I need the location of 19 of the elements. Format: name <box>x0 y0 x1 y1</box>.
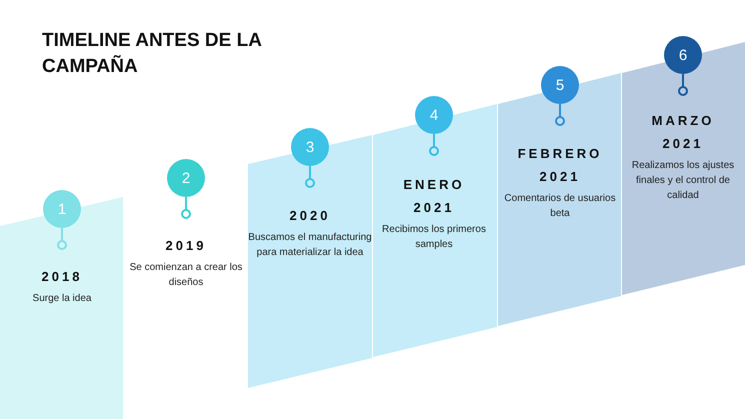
step-number-circle: 2 <box>167 159 205 197</box>
title: TIMELINE ANTES DE LA CAMPAÑA <box>42 29 262 79</box>
date-heading: 2020 <box>288 207 332 225</box>
step-description: Recibimos los primeros samples <box>381 223 487 252</box>
step-description: Comentarios de usuarios beta <box>503 192 617 221</box>
step-description: Buscamos el manufacturing para materializar la idea <box>248 231 372 260</box>
step-description: Se comienzan a crear los diseños <box>128 261 244 290</box>
date-heading: MARZO 2021 <box>650 112 716 153</box>
step-number-circle: 6 <box>664 36 702 74</box>
step-number-circle: 3 <box>291 128 329 166</box>
date-heading: 2019 <box>164 237 208 255</box>
date-heading: ENERO 2021 <box>402 176 466 217</box>
date-heading: 2018 <box>40 268 84 286</box>
step-number-circle: 1 <box>43 190 81 228</box>
step-description: Realizamos los ajustes finales y el control de calidad <box>630 159 736 203</box>
date-heading: FEBRERO 2021 <box>516 145 604 186</box>
step-description: Surge la idea <box>32 292 92 306</box>
step-number-circle: 5 <box>541 66 579 104</box>
step-number-circle: 4 <box>415 96 453 134</box>
